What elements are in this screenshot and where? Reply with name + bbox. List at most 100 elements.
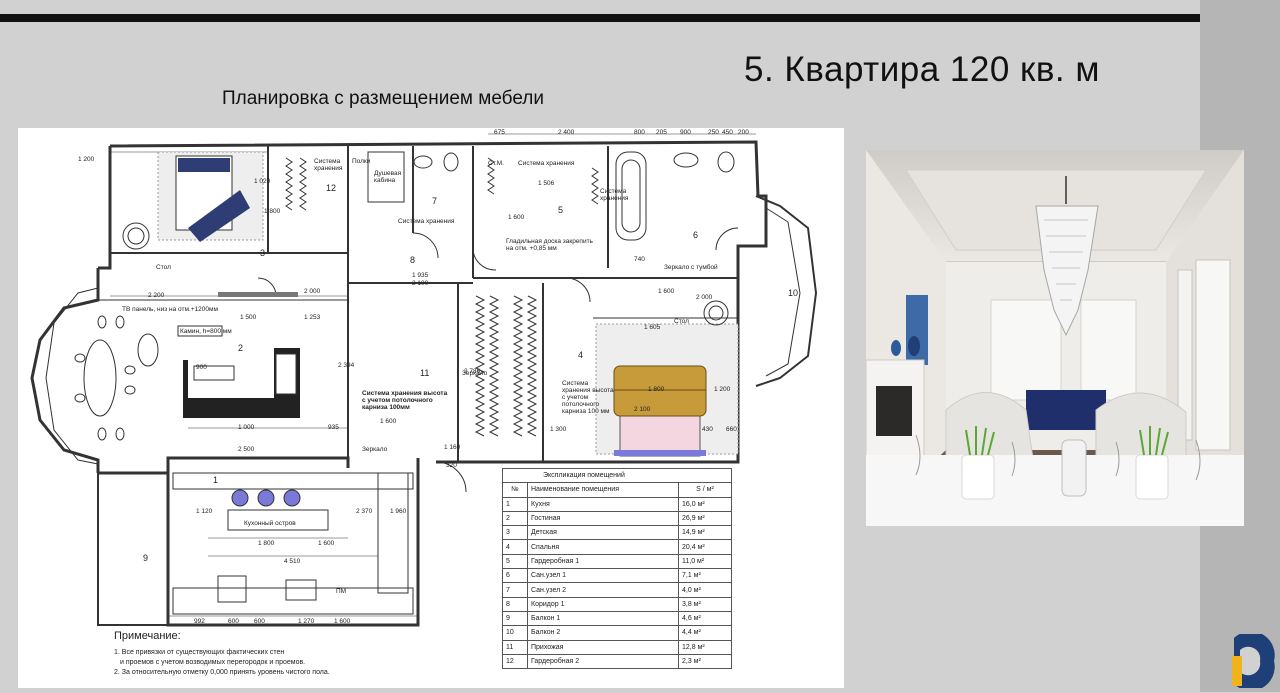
room-area: 3,8 м² xyxy=(678,596,732,612)
dimension-label: 1 600 xyxy=(334,618,351,625)
room-area: 4,0 м² xyxy=(678,582,732,598)
room-marker: 4 xyxy=(578,350,584,360)
dimension-label: 205 xyxy=(656,129,667,136)
room-marker: 7 xyxy=(432,196,438,206)
row-number: 9 xyxy=(502,610,528,627)
room-name: Сан.узел 2 xyxy=(527,582,679,598)
room-area: 2,3 м² xyxy=(678,653,732,670)
room-marker: 9 xyxy=(143,553,149,563)
room-name: Сан.узел 1 xyxy=(527,568,679,584)
room-name: Балкон 1 xyxy=(527,610,679,627)
room-area: 4,4 м² xyxy=(678,625,732,641)
dimension-label: 1 506 xyxy=(538,180,555,187)
dimension-label: 992 xyxy=(194,618,205,625)
room-marker: 12 xyxy=(326,183,337,193)
label-kitchen-island: Кухонный остров xyxy=(244,520,296,527)
dimension-label: 600 xyxy=(228,618,239,625)
label-fireplace: Камин, h=800 мм xyxy=(180,328,232,335)
room-marker: 5 xyxy=(558,205,564,215)
dimension-label: 1 160 xyxy=(444,444,461,451)
table-caption: Экспликация помещений xyxy=(502,467,732,484)
label-storage-5-side: Система хранения xyxy=(600,188,629,202)
dimension-label: 1 800 xyxy=(264,208,281,215)
room-marker: 10 xyxy=(788,288,799,298)
dimension-label: 3 786 xyxy=(464,368,481,375)
label-mirror-11: Зеркало xyxy=(462,370,488,377)
room-name: Детская xyxy=(527,525,679,541)
plan-notes: Примечание: 1. Все привязки от существую… xyxy=(114,630,330,678)
dimension-label: 4 510 xyxy=(284,558,301,565)
notes-heading: Примечание: xyxy=(114,630,181,642)
dimension-label: 660 xyxy=(726,426,737,433)
dimension-label: 1 000 xyxy=(238,424,255,431)
company-logo xyxy=(1226,631,1276,691)
dimension-label: 740 xyxy=(634,256,645,263)
dimension-label: 320 xyxy=(446,462,457,469)
label-storage-4: Система хранения высота с учетом потолоч… xyxy=(562,380,614,415)
floor-plan-drawing xyxy=(30,133,818,627)
room-name: Прихожая xyxy=(527,639,679,655)
room-marker: 8 xyxy=(410,255,416,265)
row-number: 12 xyxy=(502,653,528,670)
dimension-label: 1 800 xyxy=(258,540,275,547)
dimension-label: 2 200 xyxy=(148,292,165,299)
dimension-label: 935 xyxy=(328,424,339,431)
table-header: № xyxy=(502,482,528,498)
dimension-label: 675 xyxy=(494,129,505,136)
row-number: 10 xyxy=(502,625,528,641)
row-number: 4 xyxy=(502,539,528,555)
room-name: Коридор 1 xyxy=(527,596,679,612)
row-number: 7 xyxy=(502,582,528,598)
slide-subtitle: Планировка с размещением мебели xyxy=(222,88,544,109)
dimension-label: 2 500 xyxy=(238,446,255,453)
dimension-label: 250 xyxy=(708,129,719,136)
dimension-label: 600 xyxy=(254,618,265,625)
dimension-label: 1 960 xyxy=(390,508,407,515)
dimension-label: 200 xyxy=(738,129,749,136)
notes-line: и проемов с учетом возводимых перегородо… xyxy=(120,659,306,666)
table-header: S / м² xyxy=(678,482,732,498)
dimension-label: 2 370 xyxy=(356,508,373,515)
top-bar xyxy=(0,14,1200,22)
label-ironing-board: Гладильная доска закрепить на отм. +0,85… xyxy=(506,238,593,252)
label-mirror-bedside: Зеркало с тумбой xyxy=(664,264,718,271)
dimension-label: 1 020 xyxy=(254,178,271,185)
label-mirror-hall: Зеркало xyxy=(362,446,388,453)
room-marker: 1 xyxy=(213,475,219,485)
dimension-label: 900 xyxy=(680,129,691,136)
interior-rendering xyxy=(866,150,1244,526)
room-marker: 2 xyxy=(238,343,244,353)
label-stm: Ст.М. xyxy=(488,160,504,167)
dimension-label: 1 800 xyxy=(648,386,665,393)
row-number: 3 xyxy=(502,525,528,541)
room-area: 20,4 м² xyxy=(678,539,732,555)
room-schedule-table: Экспликация помещений № Наименование пом… xyxy=(502,467,732,670)
notes-line: 1. Все привязки от существующих фактичес… xyxy=(114,649,285,656)
room-area: 14,9 м² xyxy=(678,525,732,541)
label-tv-panel: ТВ панель, низ на отм.+1200мм xyxy=(122,306,218,313)
label-table-4: Стол xyxy=(674,318,689,325)
interior-photo xyxy=(866,150,1244,526)
dimension-label: 1 600 xyxy=(508,214,525,221)
dimension-label: 800 xyxy=(634,129,645,136)
room-name: Гостиная xyxy=(527,510,679,527)
dimension-label: 2 000 xyxy=(304,288,321,295)
dimension-label: 1 600 xyxy=(380,418,397,425)
dimension-label: 2 394 xyxy=(338,362,355,369)
dimension-label: 1 253 xyxy=(304,314,321,321)
label-shower: Душевая кабина xyxy=(374,170,402,184)
row-number: 5 xyxy=(502,553,528,570)
label-storage-11: Система хранения высота с учетом потолоч… xyxy=(362,390,448,411)
room-name: Гардеробная 2 xyxy=(527,653,679,670)
room-area: 7,1 м² xyxy=(678,568,732,584)
dimension-label: 1 270 xyxy=(298,618,315,625)
room-area: 4,6 м² xyxy=(678,610,732,627)
